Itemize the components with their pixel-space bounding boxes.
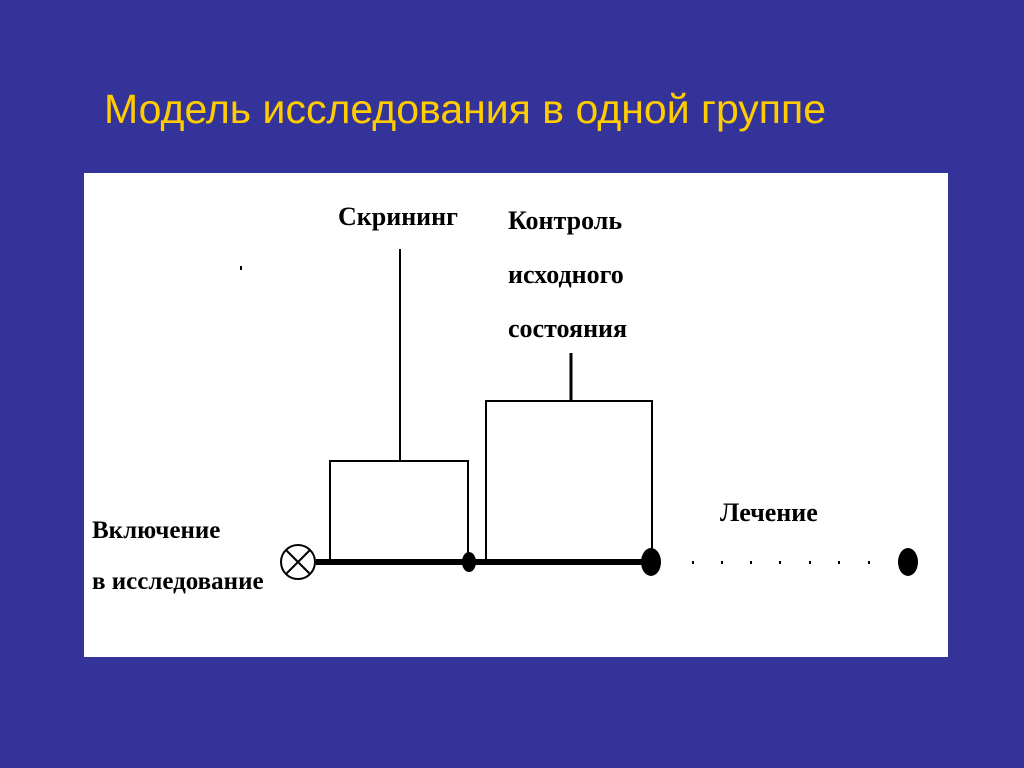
treatment-label: Лечение	[720, 498, 818, 527]
screening-timepoint-dot	[462, 552, 476, 572]
screening-box	[329, 460, 469, 562]
slide-title: Модель исследования в одной группе	[104, 86, 827, 132]
inclusion-label-line-1: Включение	[92, 517, 220, 544]
baseline-label-line-3: состояния	[508, 314, 627, 343]
study-design-diagram: Скрининг Контроль исходного состояния Ле…	[84, 173, 948, 657]
treatment-dotted-line	[692, 561, 870, 564]
treatment-end-dot	[898, 548, 918, 576]
baseline-label-line-2: исходного	[508, 260, 624, 289]
diagram-canvas: Скрининг Контроль исходного состояния Ле…	[92, 202, 918, 595]
baseline-box	[485, 400, 653, 562]
screening-label: Скрининг	[338, 202, 458, 231]
inclusion-label-line-2: в исследование	[92, 568, 264, 595]
speck-mark	[240, 266, 242, 270]
inclusion-marker-icon	[280, 544, 316, 580]
baseline-timepoint-dot	[641, 548, 661, 576]
baseline-label-line-1: Контроль	[508, 206, 622, 235]
